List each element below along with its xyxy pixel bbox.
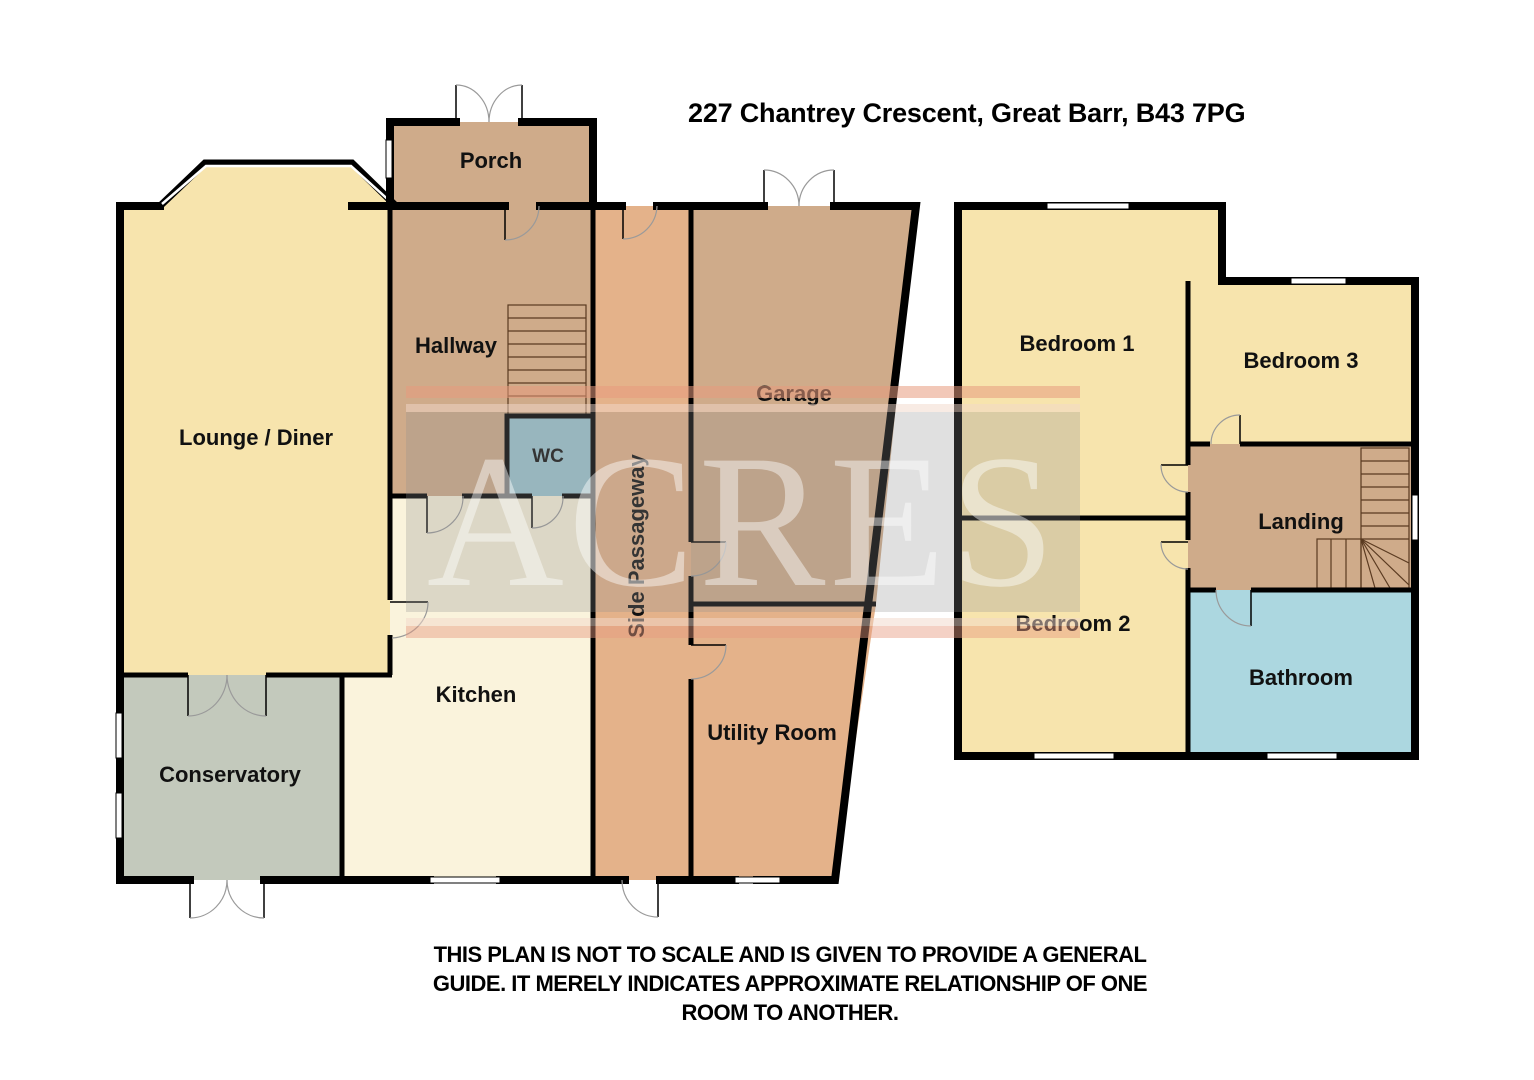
walls-first: [954, 202, 1419, 760]
disclaimer-line: GUIDE. IT MERELY INDICATES APPROXIMATE R…: [432, 971, 1148, 996]
ground-floor: Porch Hallway WC Lounge / Diner Side Pas…: [115, 84, 921, 919]
label-bedroom-3: Bedroom 3: [1244, 348, 1359, 373]
watermark-text: ACRES: [427, 417, 1059, 627]
room-kitchen: [342, 496, 593, 880]
windows-first: [1033, 202, 1419, 760]
room-bedroom-2: [958, 518, 1188, 756]
acres-watermark: ACRES: [406, 386, 1080, 638]
doors-ground: [187, 84, 835, 919]
disclaimer-line: ROOM TO ANOTHER.: [681, 1000, 899, 1025]
label-porch: Porch: [460, 148, 522, 173]
room-side-passageway: [593, 206, 691, 880]
property-address-title: 227 Chantrey Crescent, Great Barr, B43 7…: [688, 98, 1246, 128]
windows-ground: [115, 139, 781, 884]
label-hallway: Hallway: [415, 333, 498, 358]
doors-first: [1160, 414, 1252, 627]
room-utility: [691, 604, 876, 880]
label-conservatory: Conservatory: [159, 762, 302, 787]
label-bedroom-1: Bedroom 1: [1020, 331, 1135, 356]
room-porch: [390, 122, 593, 206]
first-floor: Bedroom 1 Bedroom 3 Landing Bedroom 2 Ba…: [954, 202, 1419, 760]
label-bathroom: Bathroom: [1249, 665, 1353, 690]
label-wc: WC: [532, 446, 564, 467]
room-wc: [507, 416, 593, 496]
label-landing: Landing: [1258, 509, 1344, 534]
walls-ground: [116, 118, 921, 884]
disclaimer: THIS PLAN IS NOT TO SCALE AND IS GIVEN T…: [340, 940, 1240, 1027]
room-lounge-diner: [120, 163, 396, 675]
room-conservatory: [120, 675, 342, 880]
room-bathroom: [1188, 590, 1415, 756]
label-side-passageway: Side Passageway: [624, 454, 649, 638]
room-bedroom-3: [1188, 281, 1415, 444]
room-bedroom-1: [958, 206, 1222, 518]
disclaimer-line: THIS PLAN IS NOT TO SCALE AND IS GIVEN T…: [433, 942, 1147, 967]
stairs-landing: [1316, 447, 1410, 589]
label-kitchen: Kitchen: [436, 682, 517, 707]
label-lounge-diner: Lounge / Diner: [179, 425, 333, 450]
label-utility-room: Utility Room: [707, 720, 837, 745]
